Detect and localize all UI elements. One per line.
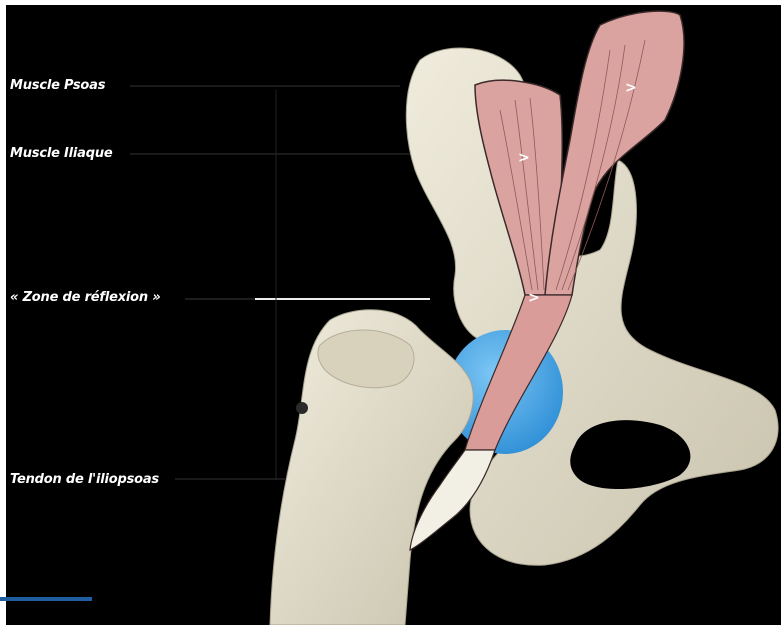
label-muscle-iliaque: Muscle Iliaque [10, 146, 113, 161]
label-tendon-iliopsoas: Tendon de l'iliopsoas [10, 472, 159, 487]
arrow-marker-reflexion: > [528, 290, 540, 306]
label-muscle-psoas: Muscle Psoas [10, 78, 105, 93]
arrow-marker-iliacus: > [518, 150, 530, 166]
label-zone-reflexion: « Zone de réflexion » [10, 290, 161, 305]
bone-screw [296, 402, 308, 414]
accent-bar [0, 597, 92, 601]
arrow-marker-psoas: > [625, 80, 637, 96]
